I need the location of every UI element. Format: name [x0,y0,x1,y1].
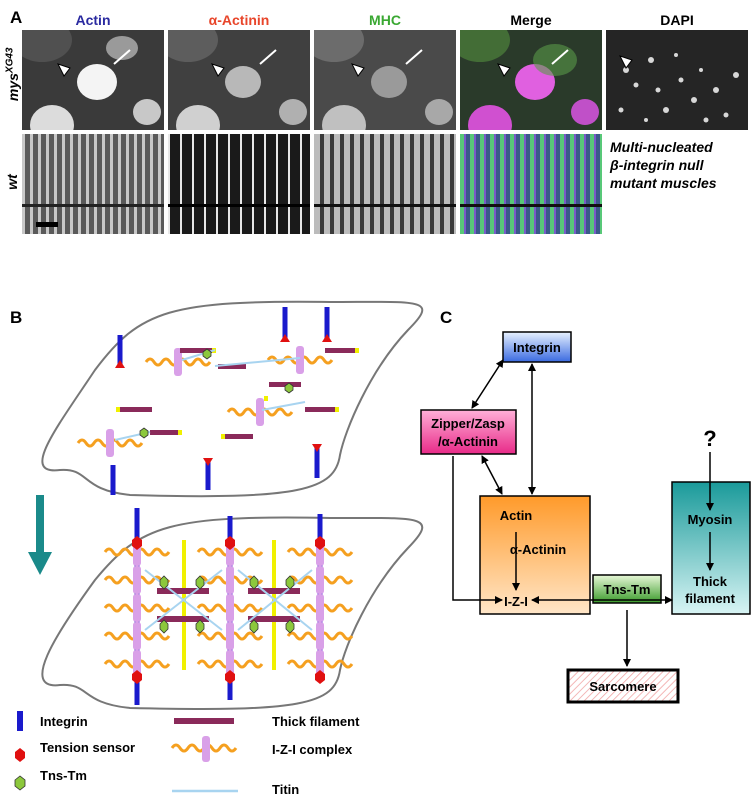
node-integrin-label: Integrin [513,340,561,355]
cell-outline-top [41,300,424,498]
micrograph-wt-actin [22,134,164,234]
node-integrin [502,331,572,363]
tns-tm-top [139,348,294,439]
svg-text:Sarcomere: Sarcomere [589,679,656,694]
micrograph-mutant-merge [460,30,602,130]
legend-symbols-left [14,711,26,791]
row-label-wild-type: wt [3,174,20,190]
micrograph-wt-mhc [314,134,456,234]
legend-thick-filament: Thick filament [272,714,360,729]
micrograph-mutant-alpha-actinin [168,30,310,130]
svg-text:Thick: Thick [693,574,728,589]
legend-izi-complex: I-Z-I complex [272,742,353,757]
pathway-edges [452,359,714,667]
svg-text:filament: filament [685,591,736,606]
titin-bottom [144,569,313,631]
unknown-regulator-question: ? [703,426,716,451]
legend-tns-tm: Tns-Tm [40,768,87,783]
svg-text:α-Actinin: α-Actinin [510,542,566,557]
cell-outline-bottom [41,516,424,710]
svg-text:Myosin: Myosin [688,512,733,527]
panel-b-letter: B [10,308,23,327]
panel-c-pathway: Integrin Zipper/Zasp /α-Actinin Actin α-… [420,331,751,704]
yellow-bands [182,540,276,670]
column-label-mhc: MHC [369,12,401,28]
tns-tm-bottom [159,575,295,634]
node-actin [479,495,591,615]
micrograph-mutant-actin [22,30,164,130]
micrograph-mutant-dapi [606,30,748,130]
legend-tension-sensor: Tension sensor [40,740,136,755]
micrograph-wt-alpha-actinin [168,134,310,234]
column-label-merge: Merge [510,12,552,28]
row-label-mutant: mysXG43 [4,47,22,102]
legend-integrin: Integrin [40,714,88,729]
svg-text:/α-Actinin: /α-Actinin [438,434,498,449]
thick-filaments-bottom [157,588,300,622]
column-label-alpha-actinin: α-Actinin [208,12,270,28]
panel-a-letter: A [10,8,23,27]
panel-b-diagram [28,300,424,710]
node-sarcomere [566,668,680,704]
mutant-muscle-caption: Multi-nucleated β-integrin null mutant m… [610,139,717,191]
column-label-dapi: DAPI [660,12,694,28]
svg-text:Tns-Tm: Tns-Tm [604,582,651,597]
node-zipper-zasp [420,409,517,455]
legend-symbols-right [170,718,238,793]
micrograph-wt-merge [460,134,602,234]
tension-sensors-bottom [132,536,325,684]
svg-text:Actin: Actin [500,508,533,523]
legend-titin: Titin [272,782,300,797]
transition-arrow [28,495,52,575]
integrins-top [110,307,332,495]
panel-c-letter: C [440,308,453,327]
column-label-actin: Actin [75,12,111,28]
svg-text:Zipper/Zasp: Zipper/Zasp [431,416,505,431]
micrograph-mutant-mhc [314,30,456,130]
izi-bottom [103,536,354,680]
svg-text:I-Z-I: I-Z-I [504,594,528,609]
